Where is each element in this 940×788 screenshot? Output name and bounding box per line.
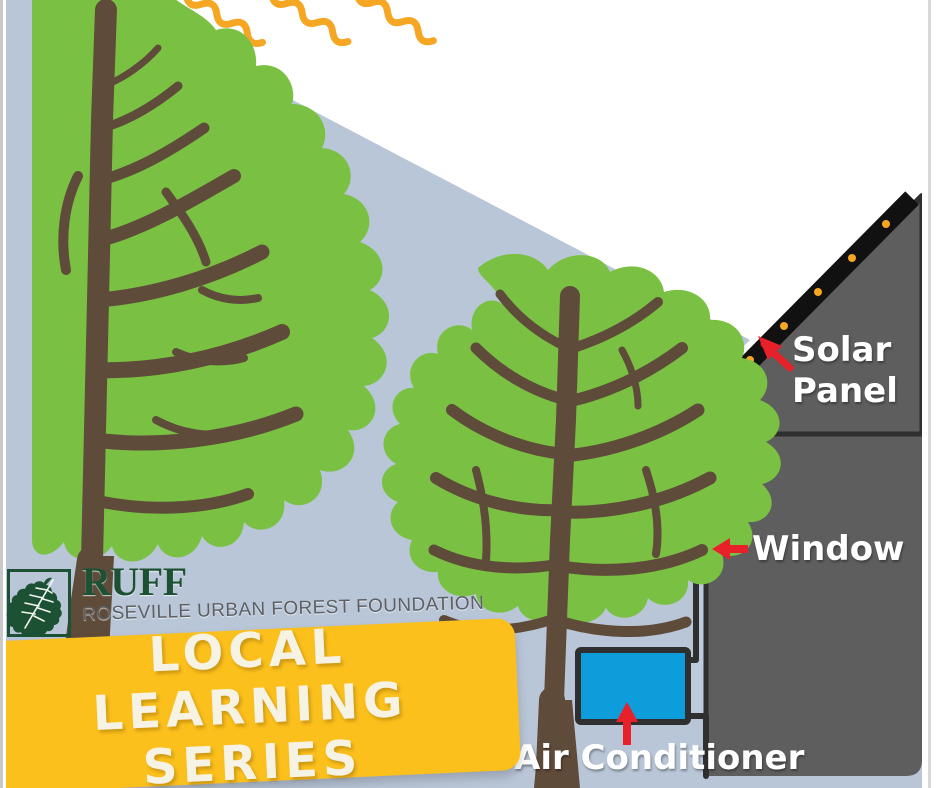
window-label: Window <box>752 529 905 569</box>
shade-tree-center <box>382 253 781 788</box>
right-edge-rail <box>928 0 931 788</box>
window-arrow <box>712 538 748 560</box>
local-learning-series-banner <box>6 617 522 788</box>
solar-panel-label-line1: Solar <box>792 330 892 370</box>
air-conditioner-label: Air Conditioner <box>514 738 805 778</box>
scene-artwork <box>6 0 922 788</box>
ruff-wordmark: RUFF <box>82 559 187 604</box>
oak-leaf-icon <box>6 568 72 638</box>
diagram-canvas: Solar Panel Window Air Conditioner <box>6 0 922 788</box>
left-edge-rail <box>0 0 3 788</box>
solar-panel-arrow <box>758 336 794 372</box>
shade-tree-left <box>32 0 389 788</box>
solar-panel-label-line2: Panel <box>792 371 898 411</box>
solar-panel-label: Solar Panel <box>792 330 898 412</box>
air-conditioner-arrow <box>616 702 638 745</box>
callout-arrows-layer <box>616 336 794 745</box>
ruff-logo: RUFF ROSEVILLE URBAN FOREST FOUNDATION <box>6 559 484 650</box>
